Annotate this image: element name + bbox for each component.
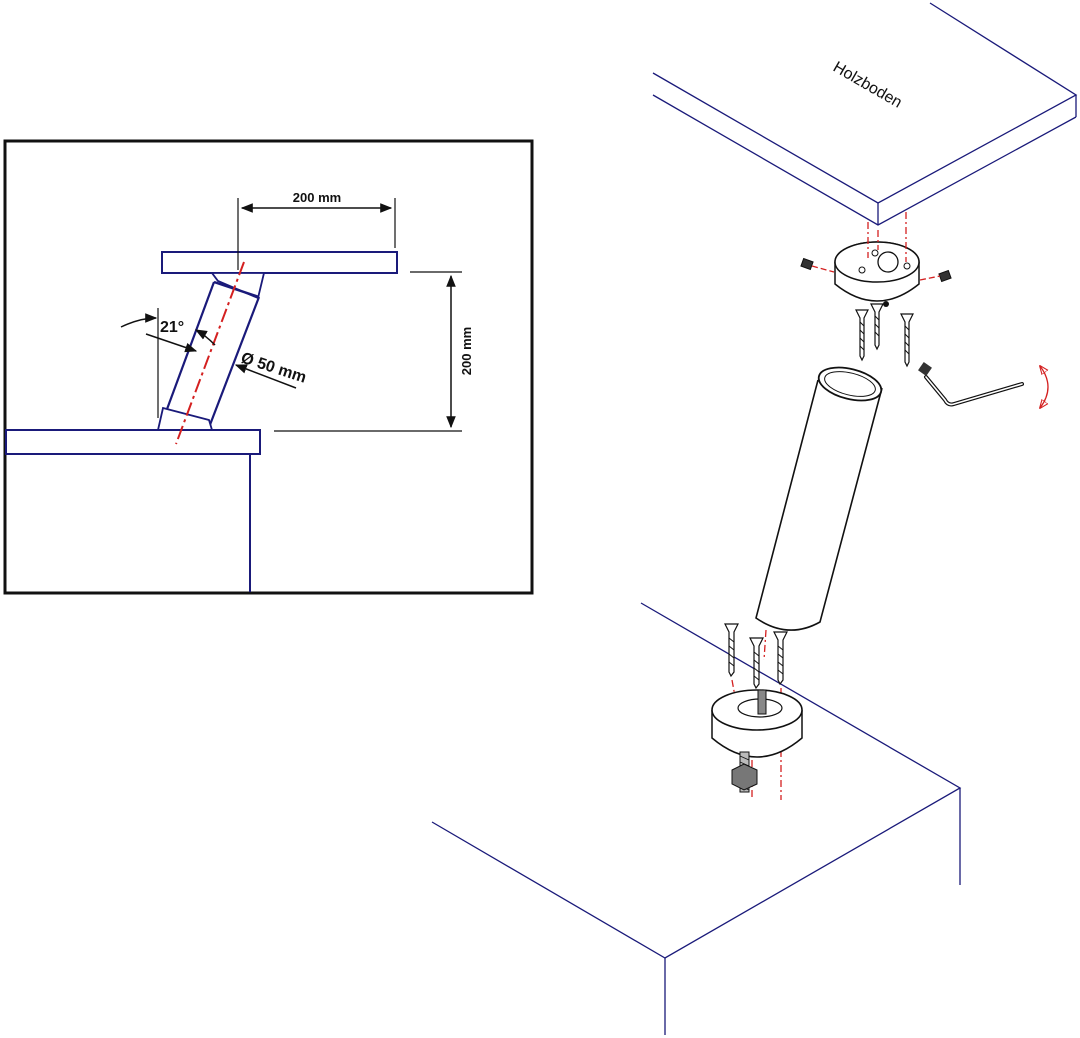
tube-cylinder (755, 366, 883, 631)
upper-board (161, 251, 398, 274)
angle-label: 21° (160, 319, 184, 336)
hex-key (918, 362, 1024, 407)
lower-screw (724, 623, 739, 678)
detail-view: 200 mm 200 mm 21° Ø 50 mm (3, 139, 534, 595)
set-screw-left (800, 257, 835, 273)
surface-label: Holzboden (830, 59, 905, 112)
lower-screw (749, 637, 764, 690)
tube-centerline (175, 261, 245, 445)
detail-frame (3, 139, 534, 595)
threaded-bolt (731, 751, 758, 793)
upper-alignment-lines (867, 212, 907, 262)
lower-table (431, 602, 962, 1035)
upper-mount (834, 241, 920, 307)
upper-wood-board (652, 2, 1078, 226)
lower-mount (711, 689, 803, 758)
lower-board (5, 429, 261, 455)
rotation-arrow-icon (1040, 366, 1049, 408)
width-dimension: 200 mm (237, 190, 396, 270)
width-dimension-label: 200 mm (293, 190, 341, 205)
set-screw-right (919, 269, 952, 283)
height-dimension: 200 mm (274, 271, 474, 432)
upper-screw (900, 313, 914, 368)
hex-nut (731, 763, 758, 791)
angle-dimension: 21° (120, 308, 216, 418)
upper-screw (870, 303, 884, 351)
lower-screw (773, 631, 788, 686)
upper-screws (855, 303, 914, 368)
lower-screws (724, 623, 788, 690)
height-dimension-label: 200 mm (459, 327, 474, 375)
upper-screw (855, 309, 869, 362)
